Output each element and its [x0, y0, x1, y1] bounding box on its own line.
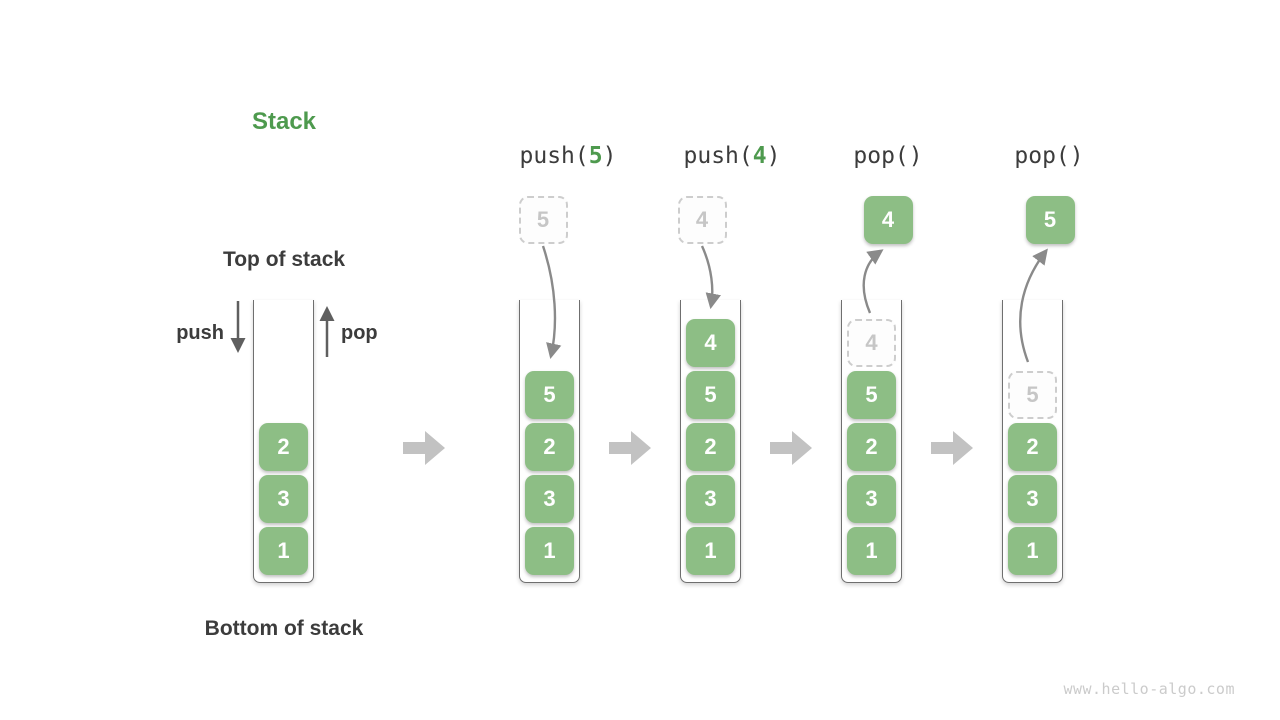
popped-value-5: 5	[1025, 196, 1075, 244]
stack-item-3: 3	[847, 475, 896, 523]
op-label-push-5: push(5)	[520, 143, 617, 169]
op-close: )	[602, 143, 617, 169]
op-close: )	[1069, 143, 1084, 169]
stack-item-3: 3	[259, 475, 308, 523]
stack-slot-dashed-4: 4	[847, 319, 896, 367]
stack-item-2: 2	[525, 423, 574, 471]
stack-item-5: 5	[525, 371, 574, 419]
stack-item-3: 3	[1008, 475, 1057, 523]
op-fn: push(	[519, 143, 589, 169]
step-arrow-icon	[770, 431, 812, 465]
op-arg: 5	[588, 143, 603, 169]
step-arrow-icon	[931, 431, 973, 465]
step-arrow-icon	[609, 431, 651, 465]
stack-item-1: 1	[1008, 527, 1057, 575]
op-fn: pop(	[1014, 143, 1070, 169]
stack-item-2: 2	[1008, 423, 1057, 471]
stack-item-1: 1	[686, 527, 735, 575]
stack-item-1: 1	[525, 527, 574, 575]
op-label-push-4: push(4)	[684, 143, 781, 169]
op-label-pop-first: pop()	[853, 143, 922, 169]
pop-label: pop	[341, 322, 378, 344]
push-4-flow-arrow-icon	[700, 245, 721, 310]
bottom-of-stack-label: Bottom of stack	[204, 617, 364, 640]
push-label: push	[176, 322, 224, 344]
stack-item-2: 2	[686, 423, 735, 471]
watermark: www.hello-algo.com	[1063, 680, 1235, 698]
pushed-value-preview-4: 4	[677, 196, 727, 244]
op-label-pop-second: pop()	[1014, 143, 1083, 169]
pushed-value-preview-5: 5	[518, 196, 568, 244]
op-fn: push(	[683, 143, 753, 169]
stack-item-4: 4	[686, 319, 735, 367]
stack-item-5: 5	[686, 371, 735, 419]
stack-item-3: 3	[525, 475, 574, 523]
stack-item-2: 2	[259, 423, 308, 471]
op-close: )	[908, 143, 923, 169]
op-close: )	[766, 143, 781, 169]
popped-value-4: 4	[863, 196, 913, 244]
top-of-stack-label: Top of stack	[222, 248, 346, 271]
stack-item-1: 1	[259, 527, 308, 575]
stack-item-3: 3	[686, 475, 735, 523]
stack-slot-dashed-5: 5	[1008, 371, 1057, 419]
op-fn: pop(	[853, 143, 909, 169]
stack-item-1: 1	[847, 527, 896, 575]
stack-item-2: 2	[847, 423, 896, 471]
stack-item-5: 5	[847, 371, 896, 419]
diagram-title: Stack	[251, 108, 317, 135]
step-arrow-icon	[403, 431, 445, 465]
op-arg: 4	[752, 143, 767, 169]
